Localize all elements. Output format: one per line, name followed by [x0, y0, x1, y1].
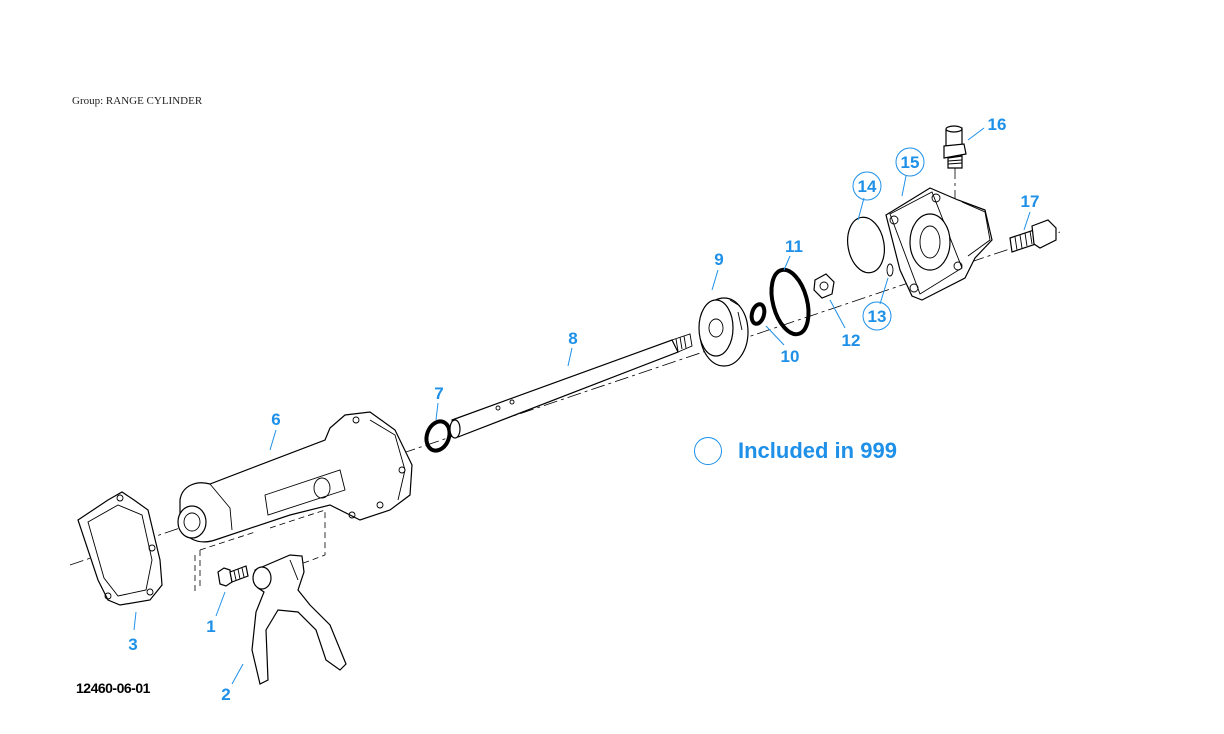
callout-8: 8 — [568, 329, 577, 348]
legend-circle-icon — [694, 437, 722, 465]
screw-part-1 — [217, 565, 249, 587]
o-ring-part-7 — [424, 419, 452, 453]
callout-15: 15 — [901, 153, 920, 172]
callout-9: 9 — [714, 250, 723, 269]
drawing-number: 12460-06-01 — [76, 680, 150, 696]
gasket-part-14 — [847, 216, 885, 274]
cylinder-housing-part-6 — [177, 411, 413, 592]
o-ring-part-10 — [749, 302, 767, 326]
callout-ring-14 — [852, 171, 882, 201]
callout-6: 6 — [271, 410, 280, 429]
legend: Included in 999 — [694, 434, 897, 468]
piston-part-9 — [698, 297, 749, 367]
callout-ring-13 — [862, 301, 892, 331]
callout-ring-15 — [895, 147, 925, 177]
gasket-part-3 — [77, 491, 163, 606]
callout-14: 14 — [858, 177, 877, 196]
main-centerline — [69, 231, 1061, 566]
piston-rod-part-8 — [449, 333, 693, 439]
shift-fork-part-2 — [251, 554, 347, 685]
callout-2: 2 — [221, 685, 230, 704]
callout-1: 1 — [206, 617, 215, 636]
callout-16: 16 — [988, 115, 1007, 134]
group-label: Group: RANGE CYLINDER — [72, 95, 203, 107]
callout-3: 3 — [128, 635, 137, 654]
callout-12: 12 — [842, 331, 861, 350]
seal-part-13 — [886, 263, 894, 277]
callout-11: 11 — [785, 237, 803, 256]
bolt-part-17 — [1009, 219, 1057, 253]
callout-17: 17 — [1021, 192, 1040, 211]
callout-10: 10 — [781, 347, 800, 366]
callout-13: 13 — [868, 307, 887, 326]
o-ring-part-11 — [769, 267, 811, 337]
nut-part-12 — [813, 273, 835, 299]
fitting-part-16 — [943, 125, 967, 169]
legend-text: Included in 999 — [738, 438, 897, 463]
callout-7: 7 — [434, 384, 443, 403]
cover-part-15 — [885, 187, 993, 301]
